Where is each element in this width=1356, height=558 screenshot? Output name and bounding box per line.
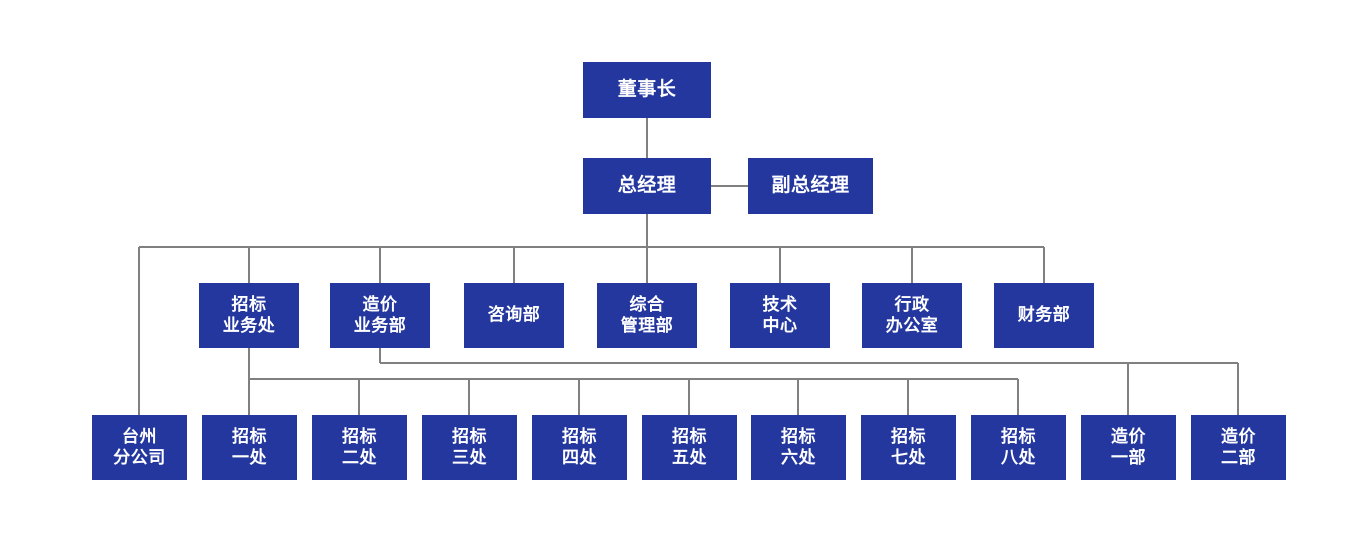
node-bidding-office-6-label: 招标 六处 xyxy=(781,427,816,467)
node-cost-department-2-label: 造价 二部 xyxy=(1221,427,1256,467)
node-bidding-office-4-label: 招标 四处 xyxy=(562,427,597,467)
node-general-manager-label: 总经理 xyxy=(617,174,677,196)
node-bidding-office-8[interactable]: 招标 八处 xyxy=(971,415,1066,480)
node-bidding-business-division[interactable]: 招标 业务处 xyxy=(199,283,299,348)
node-bidding-office-2[interactable]: 招标 二处 xyxy=(312,415,407,480)
node-bidding-office-7-label: 招标 七处 xyxy=(891,427,926,467)
node-comprehensive-management-department-label: 综合 管理部 xyxy=(620,295,674,335)
node-bidding-office-1[interactable]: 招标 一处 xyxy=(202,415,297,480)
node-technology-center[interactable]: 技术 中心 xyxy=(730,283,830,348)
node-taizhou-branch-label: 台州 分公司 xyxy=(113,427,166,467)
node-consulting-department[interactable]: 咨询部 xyxy=(464,283,564,348)
node-chairman[interactable]: 董事长 xyxy=(583,62,711,118)
node-cost-business-department-label: 造价 业务部 xyxy=(353,295,407,335)
node-bidding-office-4[interactable]: 招标 四处 xyxy=(532,415,627,480)
node-taizhou-branch[interactable]: 台州 分公司 xyxy=(92,415,187,480)
node-finance-department[interactable]: 财务部 xyxy=(994,283,1094,348)
node-cost-department-2[interactable]: 造价 二部 xyxy=(1191,415,1286,480)
node-finance-department-label: 财务部 xyxy=(1017,305,1071,325)
node-bidding-office-7[interactable]: 招标 七处 xyxy=(861,415,956,480)
node-consulting-department-label: 咨询部 xyxy=(487,305,541,325)
node-technology-center-label: 技术 中心 xyxy=(762,295,798,335)
node-bidding-office-5[interactable]: 招标 五处 xyxy=(642,415,737,480)
node-cost-business-department[interactable]: 造价 业务部 xyxy=(330,283,430,348)
node-bidding-office-3-label: 招标 三处 xyxy=(452,427,487,467)
node-comprehensive-management-department[interactable]: 综合 管理部 xyxy=(597,283,697,348)
node-general-manager[interactable]: 总经理 xyxy=(583,158,711,214)
node-cost-department-1-label: 造价 一部 xyxy=(1111,427,1146,467)
node-chairman-label: 董事长 xyxy=(617,78,677,100)
node-deputy-general-manager[interactable]: 副总经理 xyxy=(748,158,873,214)
node-bidding-office-1-label: 招标 一处 xyxy=(232,427,267,467)
node-bidding-office-5-label: 招标 五处 xyxy=(672,427,707,467)
node-cost-department-1[interactable]: 造价 一部 xyxy=(1081,415,1176,480)
node-bidding-office-3[interactable]: 招标 三处 xyxy=(422,415,517,480)
node-bidding-business-division-label: 招标 业务处 xyxy=(222,295,276,335)
node-administrative-office-label: 行政 办公室 xyxy=(885,295,939,335)
node-deputy-general-manager-label: 副总经理 xyxy=(771,174,850,196)
node-bidding-office-8-label: 招标 八处 xyxy=(1001,427,1036,467)
node-administrative-office[interactable]: 行政 办公室 xyxy=(862,283,962,348)
node-bidding-office-2-label: 招标 二处 xyxy=(342,427,377,467)
node-bidding-office-6[interactable]: 招标 六处 xyxy=(751,415,846,480)
